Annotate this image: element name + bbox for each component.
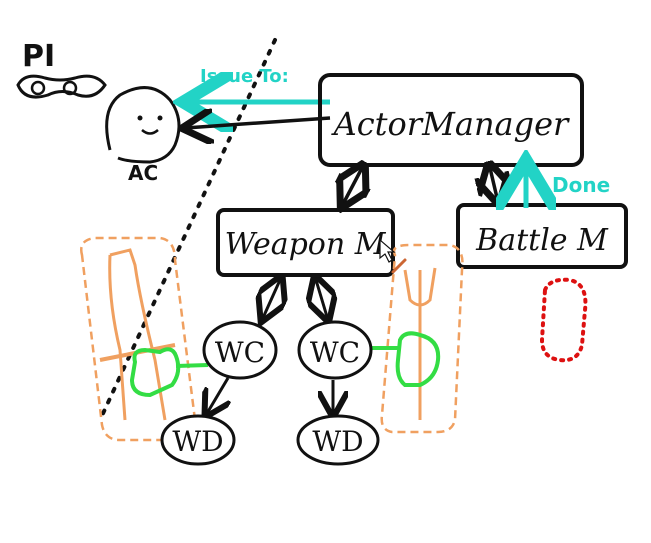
ac-label: AC (128, 161, 158, 185)
actor-manager-label: ActorManager (331, 105, 570, 143)
weapon-wcright-edge (316, 280, 328, 320)
actor-weapon-edge (342, 168, 362, 206)
wd-right-node: WD (296, 414, 380, 466)
battle-m-label: Battle M (475, 223, 609, 258)
pi-label: PI (22, 39, 55, 74)
boundary-line (98, 38, 277, 422)
hand-icon-right (368, 331, 441, 387)
wc-right-label: WC (310, 336, 360, 369)
done-edge: Done (526, 165, 610, 208)
actor-battle-edge (490, 168, 498, 202)
issue-to-label: Issue To: (200, 66, 289, 87)
done-label: Done (552, 173, 610, 197)
ac-body (105, 86, 181, 164)
wd-left-node: WD (160, 414, 236, 466)
trident-icon (380, 243, 464, 434)
weapon-wcleft-edge (262, 280, 280, 320)
cursor-icon (379, 238, 407, 274)
glasses-icon (16, 74, 107, 99)
red-dotted-shape (539, 277, 588, 363)
wc-right-node: WC (297, 320, 373, 380)
weapon-m-label: Weapon M (225, 227, 387, 262)
battle-m-node: Battle M (456, 203, 628, 269)
hand-icon-left (129, 347, 209, 398)
actor-to-ac-edge (185, 118, 331, 128)
wc-left-node: WC (202, 320, 278, 380)
ac-figure: AC (105, 86, 181, 185)
issue-to-edge: Issue To: (188, 66, 330, 102)
wd-left-label: WD (172, 425, 223, 458)
weapon-m-node: Weapon M (216, 208, 395, 277)
wcleft-wdleft-edge (206, 377, 228, 415)
actor-manager-node: ActorManager (318, 73, 584, 167)
pi-figure: PI (16, 39, 107, 99)
wd-right-label: WD (312, 425, 363, 458)
wc-left-label: WC (215, 336, 265, 369)
